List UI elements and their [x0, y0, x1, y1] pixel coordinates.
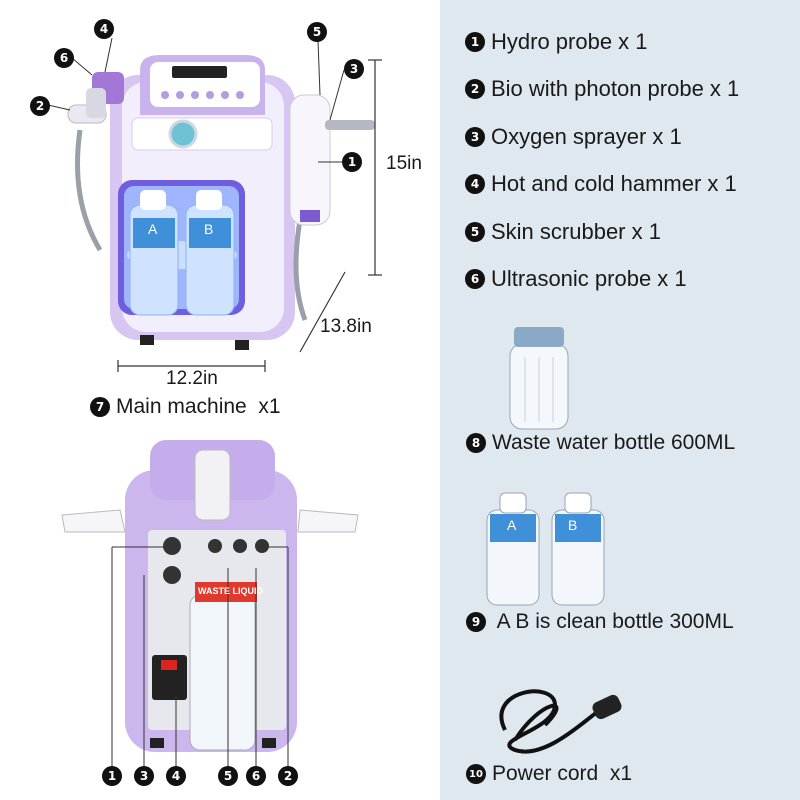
accessory-badge: 1 [465, 31, 485, 52]
waste-bottle-label: 8 Waste water bottle 600ML [466, 431, 735, 455]
back-callout-3: 3 [134, 766, 154, 786]
power-cord-illustration [499, 689, 622, 754]
main-machine-label: 7 Main machine x1 [90, 395, 281, 419]
small-bottle-a-label: A [507, 517, 517, 533]
small-bottle-b-label: B [568, 517, 578, 533]
front-callout-5: 5 [307, 22, 327, 42]
width-dimension: 12.2in [166, 368, 218, 389]
accessory-text: Ultrasonic probe x 1 [491, 266, 687, 292]
accessory-item: 1 Hydro probe x 1 [465, 18, 795, 66]
accessory-item: 4 Hot and cold hammer x 1 [465, 161, 795, 209]
accessory-badge: 6 [465, 269, 485, 290]
accessory-item: 3 Oxygen sprayer x 1 [465, 113, 795, 161]
front-bottle-a-label: A [148, 221, 158, 237]
accessory-text: Hydro probe x 1 [491, 28, 648, 54]
accessory-item: 5 Skin scrubber x 1 [465, 208, 795, 256]
accessory-badge: 5 [465, 221, 485, 242]
clean-bottle-text: A B is clean bottle 300ML [492, 610, 734, 633]
depth-dimension: 13.8in [320, 316, 372, 337]
front-machine-illustration [47, 37, 382, 372]
waste-bottle-text: Waste water bottle 600ML [492, 431, 736, 454]
front-callout-1: 1 [342, 152, 362, 172]
accessory-item: 6 Ultrasonic probe x 1 [465, 256, 795, 304]
accessory-text: Bio with photon probe x 1 [491, 76, 740, 102]
waste-bottle-illustration [509, 327, 569, 430]
accessory-text: Skin scrubber x 1 [491, 218, 661, 244]
back-machine-illustration [61, 440, 359, 770]
accessory-text: Hot and cold hammer x 1 [491, 171, 737, 197]
clean-bottles-illustration [486, 492, 605, 606]
back-callout-2: 2 [278, 766, 298, 786]
front-bottle-b-label: B [204, 221, 214, 237]
accessory-badge: 3 [465, 126, 485, 147]
clean-bottle-label: 9 A B is clean bottle 300ML [466, 610, 734, 634]
accessory-list: 1 Hydro probe x 1 2 Bio with photon prob… [465, 18, 795, 303]
back-callout-6: 6 [246, 766, 266, 786]
power-cord-label: 10 Power cord x1 [466, 762, 632, 786]
waste-liquid-label: WASTE LIQUID [198, 586, 263, 596]
accessory-badge: 4 [465, 174, 485, 195]
clean-bottle-badge: 9 [466, 612, 486, 632]
back-callout-1: 1 [102, 766, 122, 786]
power-cord-text: Power cord x1 [492, 762, 633, 785]
front-callout-6: 6 [54, 48, 74, 68]
back-callout-4: 4 [166, 766, 186, 786]
accessory-item: 2 Bio with photon probe x 1 [465, 66, 795, 114]
back-callout-5: 5 [218, 766, 238, 786]
front-callout-2: 2 [30, 96, 50, 116]
waste-bottle-badge: 8 [466, 433, 486, 453]
front-callout-4: 4 [94, 19, 114, 39]
main-machine-text: Main machine x1 [116, 395, 281, 418]
front-callout-3: 3 [344, 59, 364, 79]
height-dimension: 15in [386, 153, 422, 174]
accessory-text: Oxygen sprayer x 1 [491, 123, 682, 149]
power-cord-badge: 10 [466, 764, 486, 784]
accessory-badge: 2 [465, 79, 485, 100]
main-machine-badge: 7 [90, 397, 110, 417]
right-panel [440, 0, 800, 800]
